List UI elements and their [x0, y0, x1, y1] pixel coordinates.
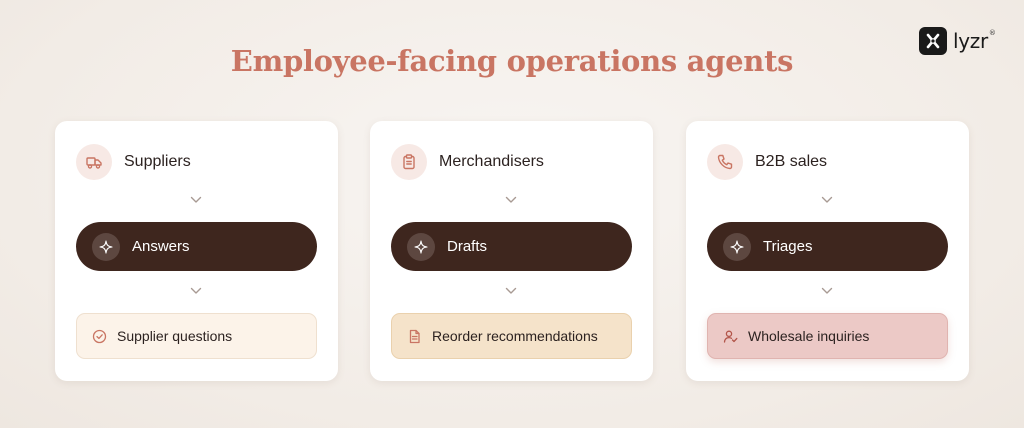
card-action: Triages — [707, 222, 948, 271]
lyzr-logo-icon — [919, 27, 947, 55]
card-output-label: Wholesale inquiries — [748, 328, 870, 344]
agent-card-merchandisers: Merchandisers Drafts Reorder recommendat… — [370, 121, 653, 381]
card-source: Merchandisers — [391, 144, 544, 180]
agent-card-b2b-sales: B2B sales Triages Wholesale inquiries — [686, 121, 969, 381]
card-output-label: Supplier questions — [117, 328, 233, 344]
card-output: Supplier questions — [76, 313, 317, 359]
page-title: Employee-facing operations agents — [230, 44, 794, 78]
chevron-down-icon — [820, 195, 834, 205]
card-source-label: Merchandisers — [439, 153, 544, 170]
card-action: Drafts — [391, 222, 632, 271]
card-action-label: Answers — [132, 238, 190, 255]
card-source: B2B sales — [707, 144, 827, 180]
card-output: Reorder recommendations — [391, 313, 632, 359]
chevron-down-icon — [189, 195, 203, 205]
chevron-down-icon — [189, 286, 203, 296]
chevron-down-icon — [504, 195, 518, 205]
check-circle-icon — [91, 328, 107, 344]
card-source-label: Suppliers — [124, 153, 191, 170]
card-source: Suppliers — [76, 144, 191, 180]
user-check-icon — [722, 328, 738, 344]
card-action: Answers — [76, 222, 317, 271]
chevron-down-icon — [820, 286, 834, 296]
clipboard-icon — [391, 144, 427, 180]
sparkle-icon — [723, 232, 751, 261]
card-output-label: Reorder recommendations — [432, 328, 598, 344]
card-output: Wholesale inquiries — [707, 313, 948, 359]
phone-icon — [707, 144, 743, 180]
sparkle-icon — [407, 232, 435, 261]
truck-icon — [76, 144, 112, 180]
document-icon — [406, 328, 422, 344]
chevron-down-icon — [504, 286, 518, 296]
logo-text: lyzr® — [953, 29, 996, 53]
sparkle-icon — [92, 232, 120, 261]
card-action-label: Drafts — [447, 238, 488, 255]
card-source-label: B2B sales — [755, 153, 828, 170]
card-action-label: Triages — [763, 238, 813, 255]
lyzr-logo: lyzr® — [919, 27, 996, 55]
agent-card-suppliers: Suppliers Answers Supplier questions — [55, 121, 338, 381]
